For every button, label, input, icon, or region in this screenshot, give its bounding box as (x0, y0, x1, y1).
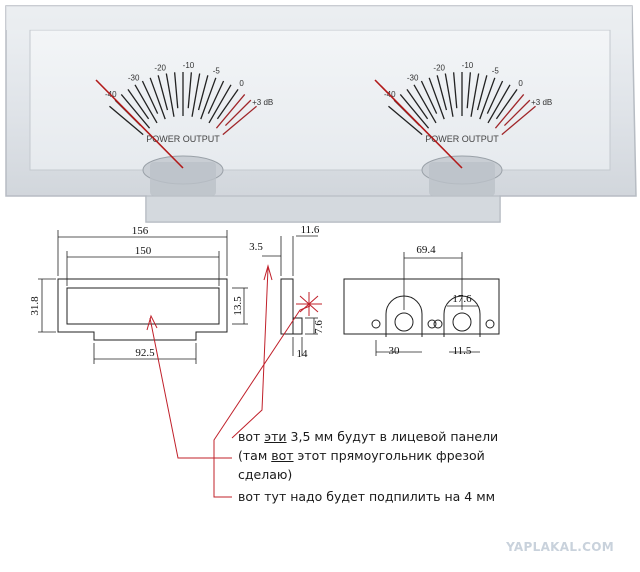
front-view (38, 230, 248, 364)
side-view (262, 235, 318, 356)
back-view-dimensions: 69.4 17.6 30 11.5 (389, 244, 473, 357)
annotation-arrows (146, 264, 322, 498)
meter-left-scale-tick (216, 88, 239, 120)
meter-right-scale-tick (388, 105, 423, 136)
meter-right-caption: POWER OUTPUT (425, 134, 499, 144)
meter-right-scale-tick (470, 73, 480, 117)
note-line-4: вот тут надо будет подпилить на 4 мм (238, 489, 496, 504)
meter-left-scale-tick (222, 105, 257, 136)
meter-right-scale-tick (428, 77, 445, 120)
dim-height: 31.8 (29, 296, 41, 316)
meter-left-scale-tick (173, 72, 179, 109)
meter-left-scale: -40-30-20-10-50+3 dB (105, 61, 273, 136)
arrow-to-window (149, 317, 232, 459)
meter-left-scale-tick (109, 105, 144, 136)
meter-left-needle (95, 79, 184, 169)
meter-left-scale-tick (224, 99, 252, 127)
meter-left-scale-tick (149, 77, 166, 120)
meter-left-caption: POWER OUTPUT (146, 134, 220, 144)
meter-left-scale-tick (207, 80, 225, 114)
meter-left-scale-tick (191, 73, 201, 117)
dim-tab-height: 7.6 (313, 320, 325, 334)
meter-right-scale-tick (413, 84, 437, 124)
meter-left-scale-label: -5 (213, 66, 221, 75)
side-view-dimensions: 11.6 3.5 7.6 14 (249, 224, 325, 360)
dim-hole-height: 17.6 (452, 293, 472, 305)
dim-terminal-spacing: 69.4 (416, 244, 436, 256)
meter-right-scale-tick (399, 94, 430, 129)
meter-right-scale-tick (466, 72, 472, 109)
dim-window-height: 13.5 (232, 296, 244, 316)
meter-right-needle (374, 79, 463, 169)
back-view (343, 252, 500, 356)
note-line-3: сделаю) (238, 467, 293, 482)
meter-right-scale-label: +3 dB (531, 98, 552, 107)
meter-left-scale-label: -30 (128, 73, 140, 82)
meter-left-scale-tick (187, 72, 193, 109)
meter-left-scale-tick (197, 75, 209, 111)
dim-face-thickness: 3.5 (249, 241, 263, 253)
meter-left-scale-tick (134, 84, 158, 124)
meter-right-scale-tick (452, 72, 458, 109)
meter-right-scale-tick (486, 80, 504, 114)
meter-right-scale-tick (503, 99, 531, 127)
meter-right-scale-tick (420, 80, 438, 114)
meter-right-scale-tick (444, 73, 454, 117)
dim-depth: 11.6 (301, 224, 320, 236)
note-line-1: вот эти 3,5 мм будут в лицевой панели (238, 429, 499, 444)
meter-left-scale-label: -20 (154, 64, 166, 73)
dim-overall-width: 156 (132, 225, 149, 237)
meter-left-scale-label: -10 (183, 61, 195, 70)
meter-left-scale-tick (200, 77, 217, 120)
front-view-dimensions: 156 150 31.8 13.5 92.5 (29, 225, 244, 359)
meter-left-scale-label: 0 (239, 79, 244, 88)
meter-right-scale-tick (476, 75, 488, 111)
dim-right-offset: 11.5 (453, 345, 472, 357)
meter-left-scale-tick (208, 84, 232, 124)
dim-tab-offset: 14 (297, 348, 309, 360)
meter-right-scale-label: -5 (492, 66, 500, 75)
meter-right: -40-30-20-10-50+3 dB POWER OUTPUT (374, 61, 552, 196)
arrow-to-face-thickness (231, 267, 269, 439)
meter-right-scale-tick (501, 105, 536, 136)
note-line-2: (там вот этот прямоугольник фрезой (238, 448, 485, 463)
dim-left-offset: 30 (389, 345, 401, 357)
meter-left: -40-30-20-10-50+3 dB POWER OUTPUT (95, 61, 273, 196)
meter-right-scale-label: -10 (462, 61, 474, 70)
meter-right-scale-tick (495, 88, 518, 120)
cut-marker (296, 292, 322, 316)
arrowhead-window (146, 314, 158, 331)
meter-right-scale-tick (406, 88, 429, 120)
meter-right-scale-label: -20 (433, 64, 445, 73)
meter-left-scale-tick (165, 73, 175, 117)
meter-right-scale-tick (494, 94, 525, 129)
meter-right-scale-tick (487, 84, 511, 124)
meter-left-scale-tick (215, 94, 246, 129)
meter-right-scale-label: 0 (518, 79, 523, 88)
meter-left-scale-tick (157, 75, 169, 111)
meter-left-scale-tick (141, 80, 159, 114)
dim-tab-width: 92.5 (135, 347, 155, 359)
meter-left-scale-tick (120, 94, 151, 129)
meter-left-scale-tick (127, 88, 150, 120)
watermark: YAPLAKAL.COM (506, 540, 614, 554)
meter-left-scale-label: +3 dB (252, 98, 273, 107)
meter-right-scale-tick (479, 77, 496, 120)
arrowhead-face-thickness (263, 264, 273, 281)
meter-right-scale-label: -30 (407, 73, 419, 82)
meter-photo (5, 5, 637, 223)
dim-window-width: 150 (135, 245, 152, 257)
meter-right-scale-tick (436, 75, 448, 111)
